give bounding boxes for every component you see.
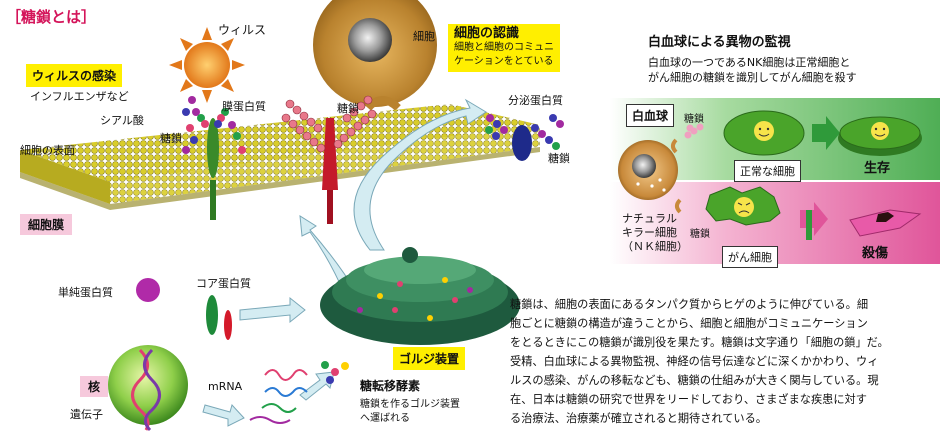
- cell-membrane-graphic: [20, 104, 540, 210]
- mrna-graphic: [249, 369, 308, 424]
- glycan-label-center: 糖鎖: [337, 102, 359, 115]
- influenza-label: インフルエンザなど: [30, 90, 129, 103]
- golgi-apparatus-graphic: [320, 247, 520, 345]
- nk-cell-line2: キラー細胞: [622, 226, 677, 239]
- cell-recognition-title: 細胞の認識: [454, 26, 520, 41]
- description-line: 胞ごとに糖鎖の構造が違うことから、細胞と細胞がコミュニケーション: [510, 317, 868, 330]
- description-text: 糖鎖は、細胞の表面にあるタンパク質からヒゲのように伸びている。細 胞ごとに糖鎖の…: [510, 295, 942, 428]
- golgi-label: ゴルジ装置: [393, 347, 466, 370]
- description-line: る治療法、治療薬が確立されると期待されている。: [510, 412, 767, 425]
- right-subtitle-line2: がん細胞の糖鎖を識別してがん細胞を殺す: [648, 71, 857, 84]
- cell-surface-label: 細胞の表面: [20, 144, 75, 157]
- description-line: 糖鎖は、細胞の表面にあるタンパク質からヒゲのように伸びている。細: [510, 298, 869, 311]
- cell-recognition-line1: 細胞と細胞のコミュニ: [454, 42, 554, 53]
- nk-cell-line1: ナチュラル: [622, 212, 677, 225]
- glycan-upper-label: 糖鎖: [684, 114, 704, 125]
- cell-recognition-line2: ケーションをとている: [454, 56, 554, 67]
- cell-label: 細胞: [413, 30, 435, 43]
- white-blood-cell-label: 白血球: [626, 104, 675, 127]
- secreted-protein-graphic: [485, 114, 564, 161]
- red-receptor-graphic: [322, 118, 338, 224]
- cell-receptor: [364, 96, 401, 111]
- page-title: ［糖鎖とは］: [6, 8, 97, 26]
- survival-label: 生存: [864, 161, 891, 176]
- description-line: 受精、白血球による異物監視、神経の信号伝達などに深くかかわり、ウィ: [510, 355, 879, 368]
- secreted-protein-label: 分泌蛋白質: [508, 94, 563, 107]
- description-line: ルスの感染、がんの移転なども、糖鎖の仕組みが大きく関与している。現: [510, 374, 879, 387]
- nucleus-graphic: [108, 345, 188, 432]
- cell-recognition-box: 細胞の認識 細胞と細胞のコミュニ ケーションをとている: [448, 24, 560, 72]
- right-panel-title: 白血球による異物の監視: [648, 35, 791, 50]
- virus-infection-label: ウィルスの感染: [26, 64, 123, 87]
- virus-label: ウィルス: [218, 23, 267, 37]
- sialic-acid-label: シアル酸: [100, 114, 144, 127]
- core-protein-graphic: [206, 295, 232, 340]
- simple-protein-graphic: [136, 278, 160, 302]
- transferase-line2: へ運ばれる: [360, 413, 410, 424]
- glycosyltransferase-label: 糖転移酵素: [360, 379, 421, 393]
- glycan-lower-label: 糖鎖: [690, 229, 710, 240]
- virus-icon: [169, 27, 245, 103]
- glycan-chains-center: [281, 95, 377, 153]
- curved-arrow-icon: [202, 98, 487, 427]
- transferase-line1: 糖鎖を作るゴルジ装置: [360, 399, 460, 410]
- description-line: をとるときにこの糖鎖が識別役を果たす。糖鎖は文字通り「細胞の鎖」だ。: [510, 336, 889, 349]
- right-subtitle-line1: 白血球の一つであるNK細胞は正常細胞と: [648, 56, 851, 69]
- cell-nucleus: [348, 18, 392, 62]
- cell-membrane-label: 細胞膜: [20, 214, 73, 235]
- core-protein-label: コア蛋白質: [196, 277, 251, 290]
- cancer-cell-label: がん細胞: [722, 246, 778, 268]
- nk-cell-line3: （ＮＫ細胞）: [622, 240, 688, 253]
- gene-label: 遺伝子: [70, 408, 103, 421]
- simple-protein-label: 単純蛋白質: [58, 286, 113, 299]
- nucleus-label: 核: [80, 376, 109, 397]
- enzyme-dots: [321, 361, 349, 384]
- killed-label: 殺傷: [862, 246, 889, 261]
- glycan-label-left: 糖鎖: [160, 132, 182, 145]
- normal-cell-label: 正常な細胞: [734, 160, 801, 182]
- description-line: 在、日本は糖鎖の研究で世界をリードしており、さまざまな疾患に対す: [510, 393, 867, 406]
- glycan-label-right: 糖鎖: [548, 152, 570, 165]
- membrane-protein-label: 膜蛋白質: [222, 100, 266, 113]
- membrane-protein-graphic: [207, 118, 219, 220]
- mrna-label: mRNA: [208, 380, 243, 393]
- glycan-chains-left: [182, 96, 246, 154]
